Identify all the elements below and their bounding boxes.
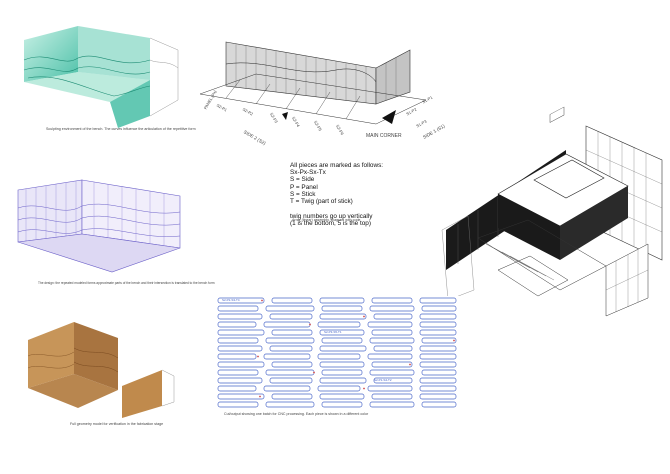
cut-piece-label: S2-P3-S5-T1 xyxy=(324,330,342,334)
main-corner-label: MAIN CORNER xyxy=(366,133,402,139)
piece-marking-legend: All pieces are marked as follows: Sx-Px-… xyxy=(290,162,383,227)
legend-line: P = Panel xyxy=(290,183,318,191)
teal-caption: Sculpting environment of the bench. The … xyxy=(46,127,196,131)
building-axonometric-panel xyxy=(438,106,663,320)
teal-bench-model xyxy=(23,26,179,128)
legend-line: S = Side xyxy=(290,176,315,184)
wood-bench-model xyxy=(27,322,175,418)
building-axonometric xyxy=(441,106,663,317)
legend-note: twig numbers go up vertically xyxy=(290,213,373,221)
purple-caption: The design: the repeated modeled forms a… xyxy=(38,281,215,285)
cut-piece-label: S2-P1-S4-T2 xyxy=(374,378,392,382)
legend-line: T = Twig (part of stick) xyxy=(290,197,353,205)
teal-sculpt-panel: Sculpting environment of the bench. The … xyxy=(18,20,196,132)
assembly-diagram-panel: PANEL (Px) S2-P1 S2-P2 S2-P3 S2-P4 S2-P5… xyxy=(196,34,456,164)
cutsheet-caption: Cut/output showing one batch for CNC pro… xyxy=(224,412,369,416)
wood-model-panel: Full geometry model for verification in … xyxy=(18,318,178,430)
cut-sheet-grid xyxy=(214,296,460,412)
cut-piece-label: S2-P2-S3-T4 xyxy=(222,298,240,302)
legend-line: S = Stick xyxy=(290,190,316,198)
cnc-cut-sheet-panel: S2-P2-S3-T4 S2-P3-S5-T1 S2-P1-S4-T2 Cut/… xyxy=(214,296,460,418)
legend-note: (1 is the bottom, 5 is the top) xyxy=(290,220,371,228)
purple-bench-model xyxy=(17,179,181,273)
assembly-caption: Array (linear) assembly. Diagram with co… xyxy=(292,218,361,222)
legend-line: All pieces are marked as follows: xyxy=(290,162,384,169)
wood-caption: Full geometry model for verification in … xyxy=(70,422,164,426)
purple-wire-panel: The design: the repeated modeled forms a… xyxy=(12,178,214,286)
legend-line: Sx-Px-Sx-Tx xyxy=(290,169,326,177)
assembly-diagram xyxy=(199,41,427,125)
